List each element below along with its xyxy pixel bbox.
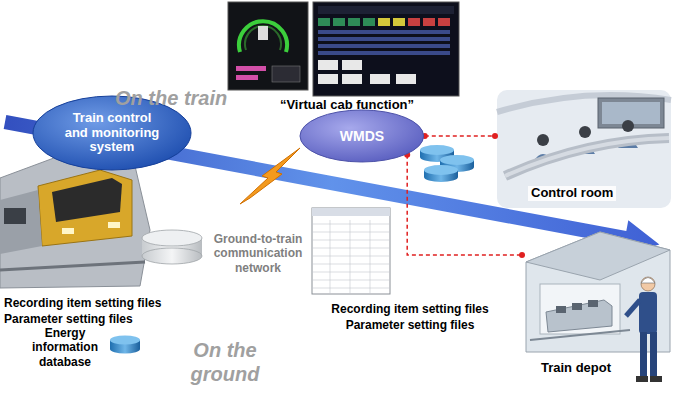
location-box: Control room [495, 88, 671, 212]
text-label: Recording item setting files [4, 296, 204, 310]
system-ellipse: WMDS [299, 109, 425, 163]
database-disk [142, 230, 202, 264]
text-label: “Virtual cab function” [262, 97, 432, 113]
dashed-link [407, 155, 522, 255]
ellipse-outline [300, 110, 424, 162]
control-room-illustration [497, 90, 671, 208]
train-depot-illustration [526, 232, 670, 382]
node-label: Control room [528, 186, 616, 201]
text-label: Energy information database [20, 326, 110, 369]
text-label: On the ground [180, 338, 270, 386]
gauge-screenshot [228, 2, 308, 90]
node-label: Train depot [538, 361, 614, 376]
link-dot [492, 133, 498, 139]
text-label: Parameter setting files [312, 318, 508, 332]
wireless-link-symbol [240, 148, 300, 204]
text-label: Ground-to-train communication network [206, 232, 310, 275]
connector [404, 152, 525, 258]
text-label: Parameter setting files [4, 312, 204, 326]
database-disk-stack [420, 145, 474, 182]
status-screenshot [313, 2, 459, 96]
text-label: On the train [115, 86, 275, 110]
settings-file-screenshot [312, 208, 390, 294]
location-box: Train depot [522, 225, 671, 393]
connector [422, 133, 498, 139]
link-dot [519, 252, 525, 258]
train-illustration [0, 152, 150, 288]
dashed-link [425, 135, 495, 137]
node-label: Train control and monitoring system [60, 111, 164, 156]
energy-database-disk [110, 336, 140, 354]
text-label: Recording item setting files [312, 302, 508, 316]
node-label: WMDS [322, 128, 402, 144]
